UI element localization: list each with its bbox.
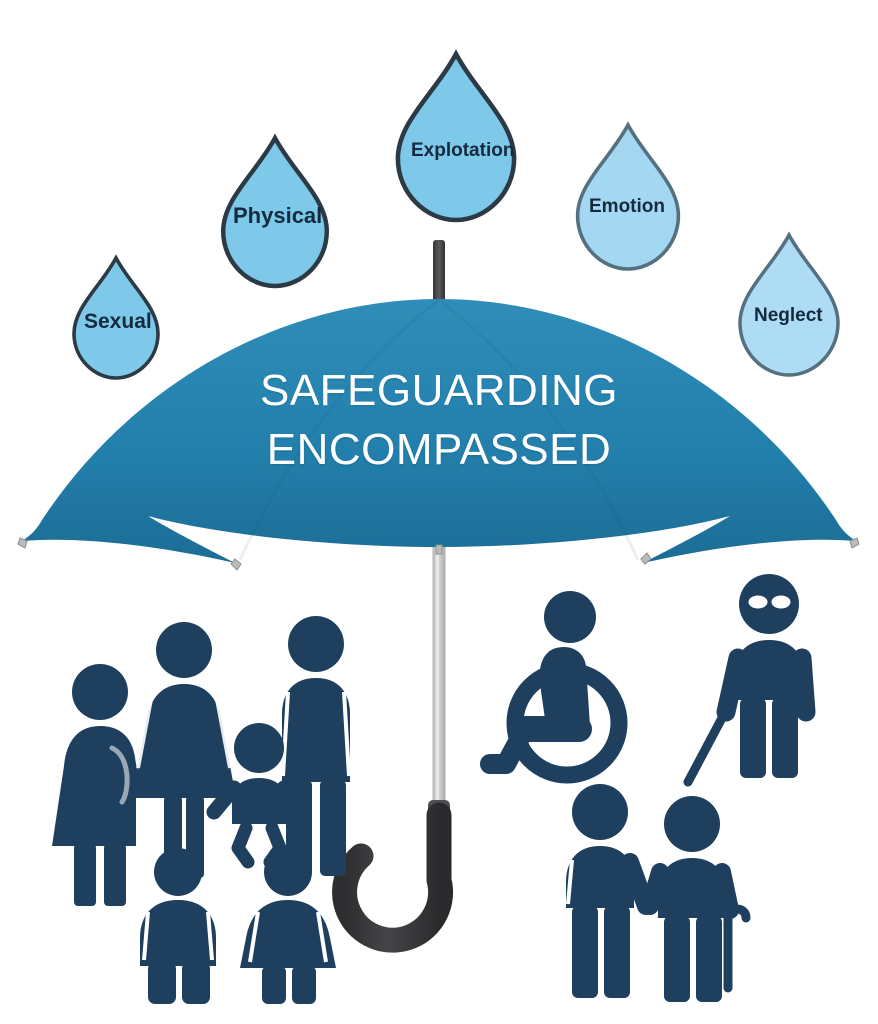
umbrella-handle	[332, 800, 454, 953]
figure-child-boy	[140, 848, 216, 1004]
umbrella-rib-shading	[238, 298, 640, 561]
figure-elderly-person	[641, 796, 751, 1002]
figure-man	[281, 616, 351, 876]
figure-pregnant-woman	[52, 664, 138, 906]
figure-child-girl	[240, 848, 336, 1004]
umbrella-canopy	[22, 299, 856, 563]
umbrella-shaft-highlight	[436, 300, 439, 812]
figure-blind-man	[683, 574, 816, 787]
figure-wheelchair-user	[480, 591, 628, 784]
figure-woman	[132, 622, 236, 878]
umbrella-rib-tips	[17, 537, 860, 571]
figure-adult-carer	[566, 784, 655, 998]
figure-baby	[206, 723, 312, 869]
umbrella-ferrule	[433, 240, 445, 318]
